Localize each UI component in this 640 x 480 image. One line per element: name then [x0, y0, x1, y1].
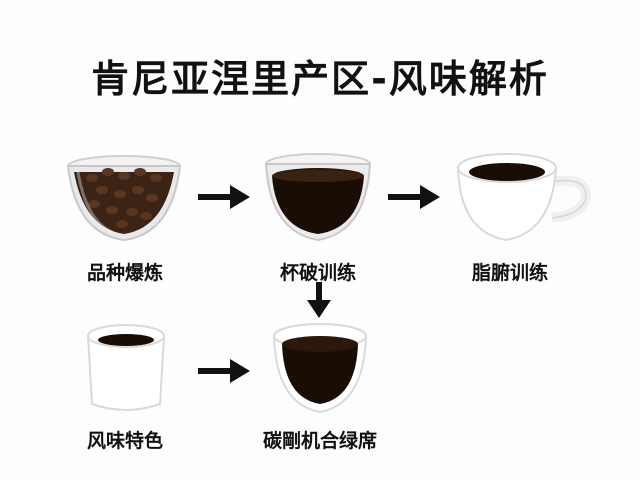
coffee-beans-bowl-icon — [62, 150, 186, 246]
arrow-right-icon — [198, 185, 250, 209]
glass-cup-coffee-icon — [262, 150, 374, 246]
coffee-cup-saucer-icon — [452, 146, 592, 246]
espresso-cup-icon — [84, 316, 168, 416]
arrow-right-icon — [198, 359, 250, 383]
page-title: 肯尼亚涅里产区-风味解析 — [91, 57, 549, 101]
arrow-down-icon — [307, 282, 331, 318]
dark-coffee-bowl-icon — [270, 320, 370, 416]
step-label-4: 风味特色 — [86, 430, 163, 452]
step-label-1: 品种爆炼 — [86, 262, 163, 284]
step-label-2: 杯破训练 — [279, 262, 356, 284]
arrow-right-icon — [388, 185, 440, 209]
step-label-5: 碳剛机合绿席 — [262, 430, 377, 452]
step-label-3: 脂腑训练 — [471, 262, 548, 284]
